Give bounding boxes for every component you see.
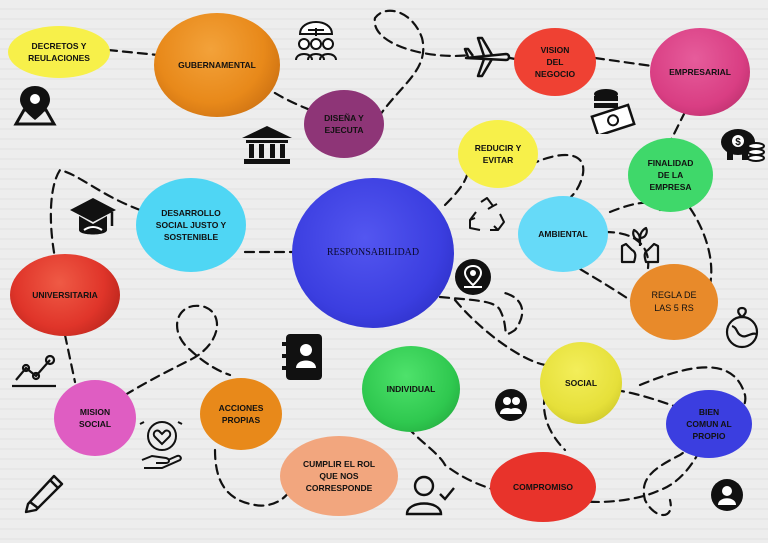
node-desarrollo: DESARROLLO SOCIAL JUSTO Y SOSTENIBLE [136,178,246,272]
node-reducir: REDUCIR Y EVITAR [458,120,538,188]
node-individual: INDIVIDUAL [362,346,460,432]
node-decretos: DECRETOS Y REULACIONES [8,26,110,78]
pencil-icon [24,474,64,514]
location-pin-icon [13,86,57,126]
globe-leaf-icon [725,306,759,349]
node-cumplir: CUMPLIR EL ROL QUE NOS CORRESPONDE [280,436,398,516]
people-circle-icon [495,389,527,421]
user-check-icon [405,475,455,516]
contacts-book-icon [282,334,322,380]
bank-building-icon [242,126,292,164]
location-circle-icon [455,259,491,295]
node-bien: BIEN COMUN AL PROPIO [666,390,752,458]
node-gubernamental: GUBERNAMENTAL [154,13,280,117]
node-responsabilidad: RESPONSABILIDAD [292,178,454,328]
node-finalidad: FINALIDAD DE LA EMPRESA [628,138,713,212]
user-circle-icon [711,479,743,511]
node-mision: MISION SOCIAL [54,380,136,456]
node-social: SOCIAL [540,342,622,424]
growth-chart-icon [12,354,56,388]
node-acciones: ACCIONES PROPIAS [200,378,282,450]
graduation-cap-icon [70,198,116,235]
node-ambiental: AMBIENTAL [518,196,608,272]
money-stack-icon [590,89,636,134]
node-universitaria: UNIVERSITARIA [10,254,120,336]
node-compromiso: COMPROMISO [490,452,596,522]
recycle-icon [469,197,505,231]
heart-globe-hand-icon [139,421,183,469]
node-regla: REGLA DE LAS 5 RS [630,264,718,340]
airplane-icon [463,36,511,78]
node-empresarial: EMPRESARIAL [650,28,750,116]
node-vision: VISION DEL NEGOCIO [514,28,596,96]
node-disena: DISEÑA Y EJECUTA [304,90,384,158]
piggy-bank-icon: $ [721,129,765,162]
group-icon [295,20,337,61]
hands-plant-icon [620,226,660,264]
svg-text:$: $ [735,137,741,148]
